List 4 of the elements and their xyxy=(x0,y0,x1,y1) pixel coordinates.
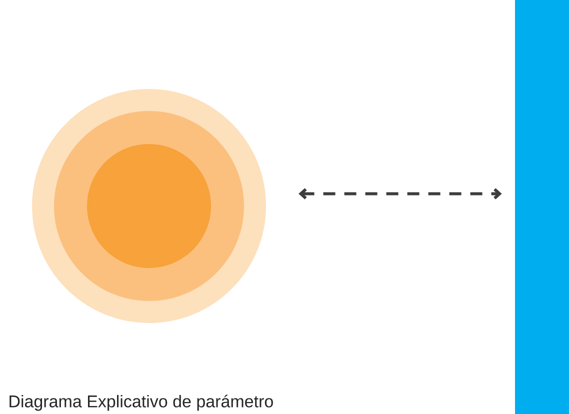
double-arrow xyxy=(298,188,502,200)
concentric-circles-drawing xyxy=(32,89,266,323)
vertical-bar xyxy=(515,0,569,414)
caption: Diagrama Explicativo de parámetro xyxy=(10,394,273,411)
